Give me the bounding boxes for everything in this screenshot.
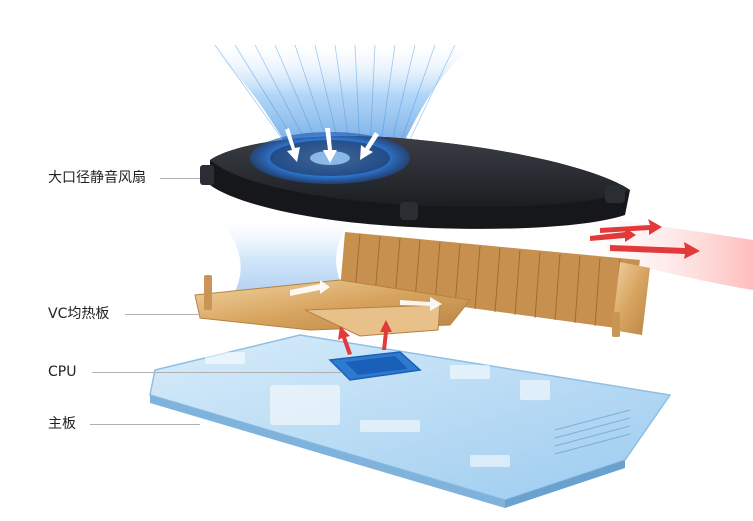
callout-cpu-label: CPU — [48, 364, 77, 380]
hot-airflow — [560, 215, 753, 290]
callout-board-label: 主板 — [48, 416, 76, 432]
callout-cpu-line — [92, 372, 342, 373]
callout-vc: VC均热板 — [0, 304, 200, 324]
vapor-chamber — [194, 275, 620, 337]
fan — [200, 128, 630, 229]
callout-cpu: CPU — [0, 362, 342, 382]
callout-board: 主板 — [0, 414, 200, 434]
callout-vc-label: VC均热板 — [48, 306, 110, 322]
cool-airflow — [200, 40, 480, 300]
callout-fan: 大口径静音风扇 — [0, 168, 200, 188]
cpu-chip — [328, 351, 422, 381]
hot-air-arrow-icon — [590, 219, 700, 259]
callout-fan-line — [160, 178, 200, 179]
heat-arrow-icon — [338, 320, 392, 355]
callout-board-line — [90, 424, 200, 425]
motherboard — [149, 320, 672, 508]
callout-vc-line — [125, 314, 200, 315]
airflow-arrow-icon — [290, 280, 442, 311]
callout-fan-label: 大口径静音风扇 — [48, 170, 146, 186]
heatsink — [340, 232, 650, 335]
airflow-arrow-icon — [285, 128, 379, 163]
